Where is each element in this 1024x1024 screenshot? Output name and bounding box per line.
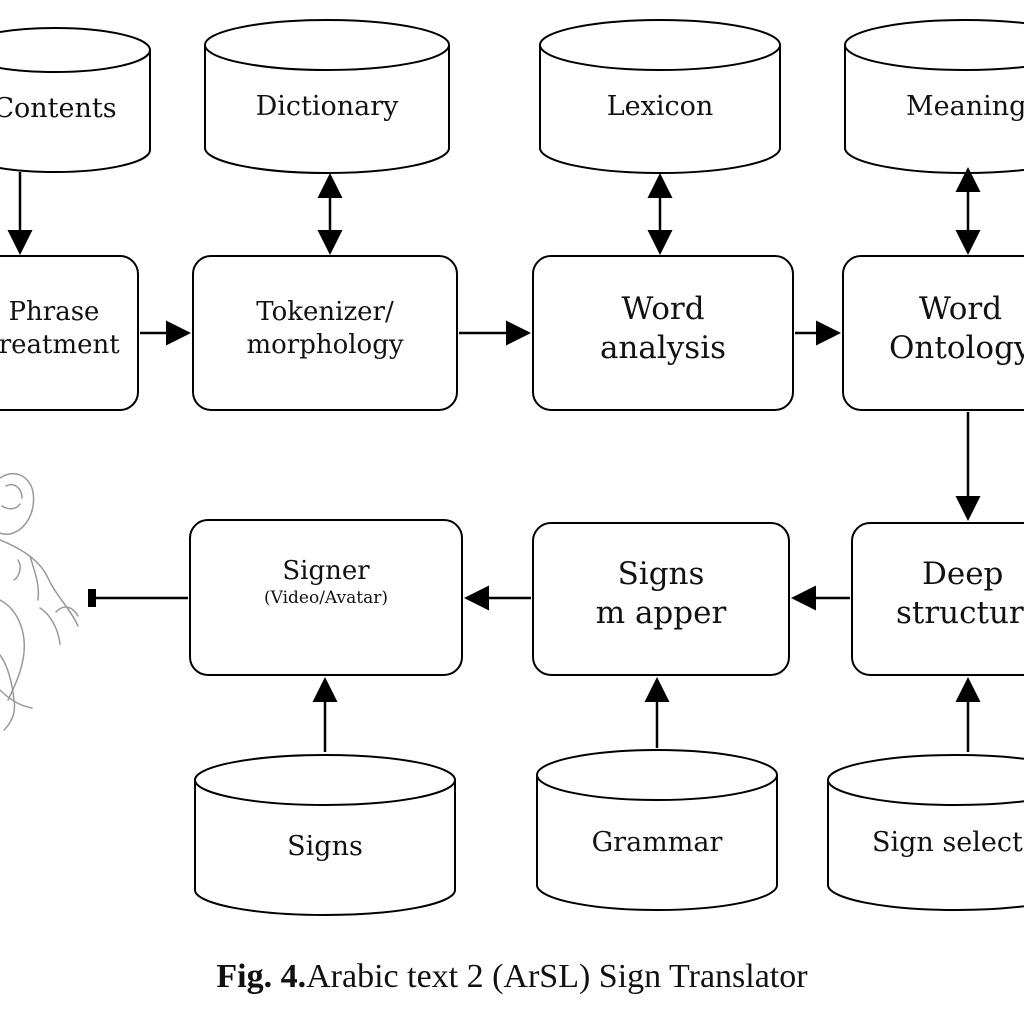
box-deep-structure-label: Deep structure (852, 555, 1024, 633)
db-lexicon-label: Lexicon (606, 91, 714, 122)
box-tokenizer (192, 255, 458, 411)
db-lexicon (539, 19, 781, 174)
box-signs-mapper (532, 522, 790, 676)
box-deep-structure (851, 522, 1024, 676)
db-dictionary (204, 19, 450, 174)
tokenizer-line-2: morphology (246, 329, 404, 360)
caption-text: Arabic text 2 (ArSL) Sign Translator (306, 958, 808, 995)
box-signs-mapper-label: Signs m apper (533, 555, 789, 633)
signs-mapper-line-1: Signs (617, 556, 705, 592)
arrow-tail-cap (88, 589, 96, 607)
box-word-ontology-label: Word Ontology (843, 290, 1024, 368)
db-grammar (536, 749, 778, 911)
db-contents-label: Contents (0, 93, 117, 124)
db-dictionary-label: Dictionary (255, 91, 399, 122)
box-phrase-treatment (0, 255, 139, 411)
caption-prefix: Fig. 4. (216, 958, 307, 995)
word-analysis-line-2: analysis (599, 329, 727, 366)
deep-structure-line-2: structure (896, 594, 1024, 631)
db-signs-label: Signs (287, 831, 363, 862)
deep-structure-line-1: Deep (922, 556, 1004, 592)
box-signer-label: Signer (Video/Avatar) (190, 555, 462, 609)
word-ontology-line-1: Word (919, 291, 1003, 327)
phrase-line-1: Phrase (8, 297, 100, 327)
box-word-analysis-label: Word analysis (533, 290, 793, 368)
db-sign-select (827, 754, 1024, 911)
box-phrase-treatment-label: Phrase treatment (0, 296, 138, 361)
word-ontology-line-2: Ontology (889, 329, 1024, 366)
box-tokenizer-label: Tokenizer/ morphology (193, 296, 457, 361)
db-signs (194, 754, 456, 916)
signs-mapper-line-2: m apper (595, 594, 727, 631)
db-meaning (844, 19, 1024, 174)
word-analysis-line-1: Word (621, 291, 705, 327)
signer-line-2: (Video/Avatar) (263, 587, 388, 608)
figure-caption: Fig. 4.Arabic text 2 (ArSL) Sign Transla… (0, 958, 1024, 996)
db-grammar-label: Grammar (591, 827, 723, 858)
box-word-ontology (842, 255, 1024, 411)
db-sign-select-label: Sign select (872, 827, 1023, 858)
db-contents (0, 27, 151, 173)
avatar-sketch-illustration (0, 472, 79, 731)
box-word-analysis (532, 255, 794, 411)
db-meaning-label: Meaning (906, 91, 1024, 122)
signer-line-1: Signer (282, 556, 370, 586)
tokenizer-line-1: Tokenizer/ (256, 297, 394, 327)
phrase-line-2: treatment (0, 329, 120, 360)
box-signer (189, 519, 463, 676)
